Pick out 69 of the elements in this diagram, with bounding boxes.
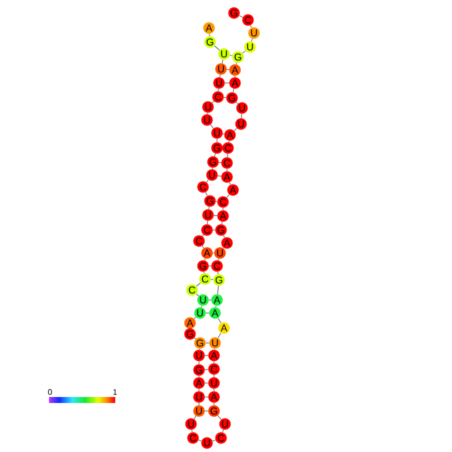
backbone-line xyxy=(205,192,208,196)
base-pair-line xyxy=(204,382,208,384)
backbone-line xyxy=(201,306,202,308)
backbone-line xyxy=(232,88,234,92)
backbone-line xyxy=(208,206,210,210)
base-pair-line xyxy=(206,312,210,314)
scale-label: 1 xyxy=(113,389,117,395)
backbone-line xyxy=(251,38,253,42)
backbone-line xyxy=(212,168,213,170)
base-pair-line xyxy=(224,82,230,84)
backbone-line xyxy=(242,50,246,54)
backbone-line xyxy=(226,194,230,198)
backbone-line xyxy=(218,415,222,420)
backbone-line xyxy=(209,34,210,36)
backbone-line xyxy=(194,338,196,340)
backbone-line xyxy=(222,208,224,210)
backbone-line xyxy=(202,234,204,236)
backbone-line xyxy=(214,153,216,157)
backbone-line xyxy=(241,114,242,118)
backbone-line xyxy=(250,25,252,28)
backbone-line xyxy=(194,416,196,420)
base-pair-line xyxy=(212,252,214,254)
backbone-line xyxy=(222,429,224,433)
backbone-line xyxy=(207,220,208,224)
base-pair-line xyxy=(204,396,208,398)
base-pair-line xyxy=(224,97,226,98)
backbone-line xyxy=(198,361,200,364)
backbone-line xyxy=(223,235,225,238)
backbone-line xyxy=(236,102,238,104)
backbone-line xyxy=(202,246,204,248)
backbone-line xyxy=(206,179,209,183)
backbone-line xyxy=(228,140,230,142)
base-pair-line xyxy=(204,410,208,412)
backbone-line xyxy=(207,112,208,114)
backbone-line xyxy=(212,100,214,104)
base-pair-line xyxy=(210,279,214,280)
backbone-line xyxy=(212,440,216,442)
backbone-line xyxy=(218,258,219,260)
backbone-line xyxy=(218,332,222,338)
base-pair-line xyxy=(230,54,232,56)
backbone-line xyxy=(218,318,222,324)
backbone-line xyxy=(216,138,218,142)
backbone-line xyxy=(198,402,200,406)
backbone-line xyxy=(214,46,220,50)
backbone-line xyxy=(239,15,243,18)
backbone-line xyxy=(198,388,200,392)
backbone-line xyxy=(198,440,202,442)
backbone-line xyxy=(226,168,228,172)
backbone-line xyxy=(194,316,196,320)
scale-label: 0 xyxy=(48,389,52,395)
base-pair-line xyxy=(218,175,222,177)
backbone-line xyxy=(227,154,228,158)
base-pair-line xyxy=(204,369,208,370)
backbone-line xyxy=(196,294,199,296)
base-pair-line xyxy=(226,69,230,70)
base-pair-line xyxy=(216,201,218,202)
backbone-line xyxy=(204,258,206,261)
base-pair-line xyxy=(214,215,218,216)
backbone-line xyxy=(236,62,237,64)
backbone-line xyxy=(222,60,224,64)
backbone-line xyxy=(234,128,238,132)
base-pair-line xyxy=(204,355,208,356)
backbone-line xyxy=(217,286,219,294)
base-pair-line xyxy=(206,342,210,344)
backbone-line xyxy=(218,88,219,92)
backbone-line xyxy=(229,182,231,185)
backbone-line xyxy=(210,124,214,129)
base-pair-line xyxy=(218,162,222,163)
backbone-line xyxy=(196,282,201,286)
